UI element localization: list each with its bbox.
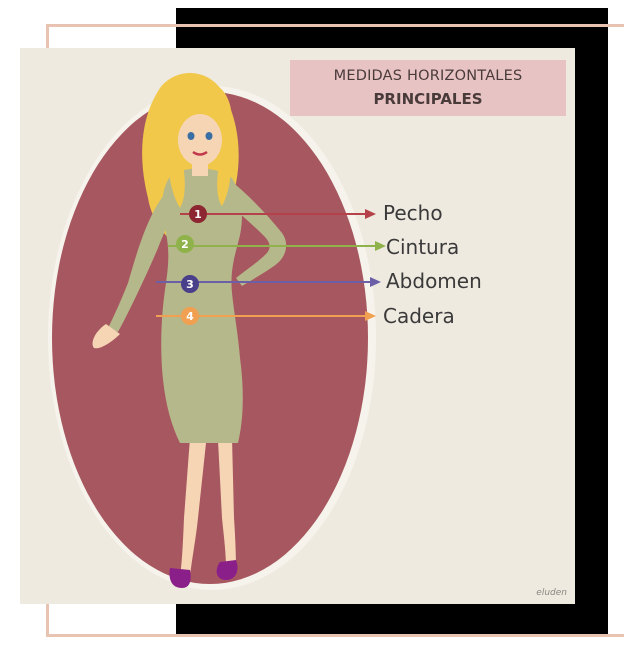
title-line-2: PRINCIPALES (290, 90, 566, 108)
face (178, 114, 222, 166)
figure-diagram: 1 2 3 4 (20, 48, 575, 604)
left-shoe (170, 568, 191, 588)
artist-signature: eluden (536, 588, 567, 598)
measure-number-2: 2 (181, 238, 189, 251)
neck (192, 162, 208, 176)
title-box: MEDIDAS HORIZONTALES PRINCIPALES (290, 60, 566, 116)
frame-bottom-line (46, 634, 624, 637)
label-cadera: Cadera (383, 304, 455, 328)
frame-left-line-top (46, 24, 49, 50)
label-abdomen: Abdomen (386, 269, 482, 293)
frame-top-line (46, 24, 624, 27)
right-eye (206, 132, 213, 140)
frame-left-line-bottom (46, 604, 49, 636)
measure-number-3: 3 (186, 278, 194, 291)
measure-number-4: 4 (186, 310, 194, 323)
title-line-1: MEDIDAS HORIZONTALES (290, 68, 566, 84)
measure-number-1: 1 (194, 208, 202, 221)
infographic-card: 1 2 3 4 MEDIDAS HORIZONTALES PRINCIPALES… (20, 48, 575, 604)
label-cintura: Cintura (386, 235, 459, 259)
left-eye (188, 132, 195, 140)
label-pecho: Pecho (383, 201, 443, 225)
